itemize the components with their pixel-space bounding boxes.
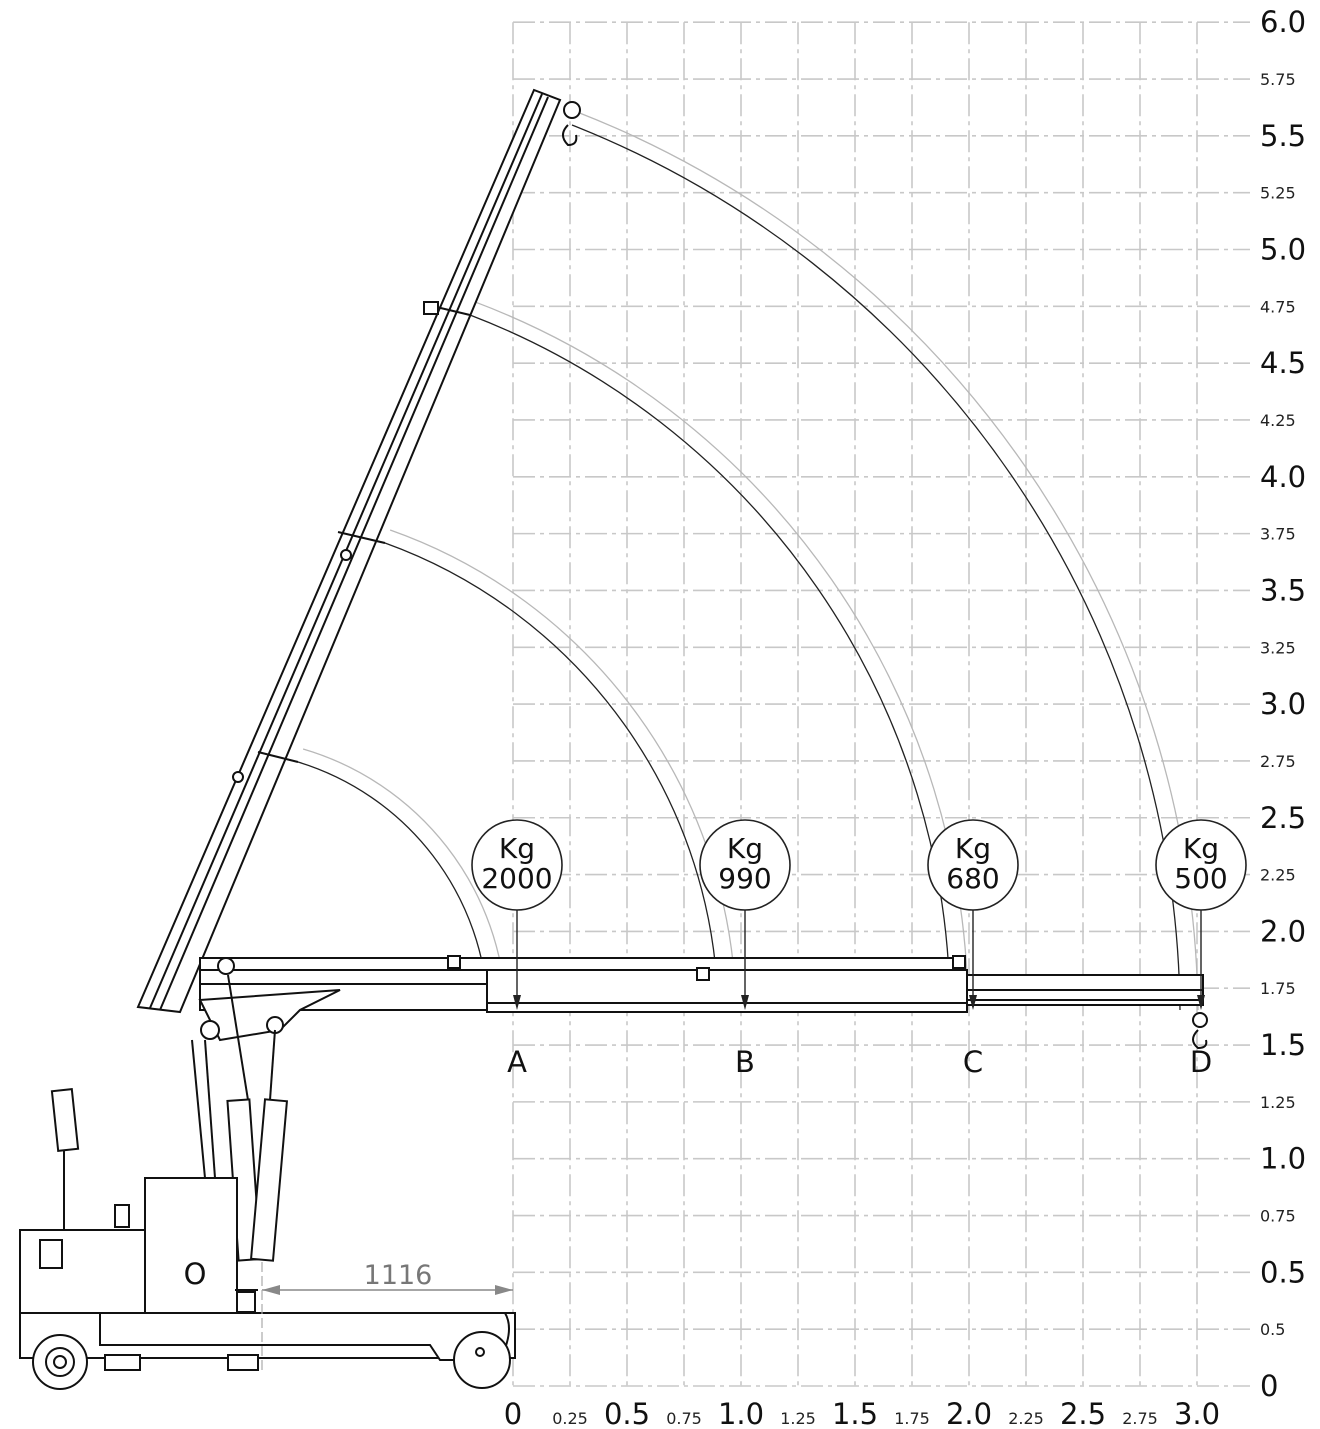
position-label: B — [735, 1045, 755, 1079]
reach-dimension: 1116 — [261, 1260, 513, 1370]
position-label: D — [1190, 1045, 1212, 1079]
horizontal-boom — [199, 955, 1208, 1050]
position-label: A — [507, 1045, 527, 1079]
front-wheel — [453, 1331, 511, 1389]
x-tick-label: 1.25 — [780, 1409, 816, 1428]
boom-tip-sheave — [563, 101, 581, 119]
hook-block — [1192, 1012, 1208, 1028]
y-tick-label: 2.25 — [1260, 866, 1296, 885]
raised-boom — [136, 88, 581, 1014]
y-tick-label: 4.5 — [1260, 346, 1306, 380]
pivot-label: O — [184, 1257, 207, 1291]
capacity-unit: Kg — [1183, 832, 1219, 865]
x-tick-label: 2.25 — [1008, 1409, 1044, 1428]
mast-and-rams — [191, 957, 341, 1262]
load-arrow-head — [741, 995, 749, 1010]
swing-arc — [384, 542, 719, 1011]
y-tick-label: 5.25 — [1260, 184, 1296, 203]
y-tick-label: 0 — [1260, 1369, 1278, 1403]
x-tick-label: 3.0 — [1174, 1397, 1220, 1429]
y-axis-ticks: 0 0.5 0.5 0.75 1.0 1.25 1.5 1.75 2.0 2.25 2.5 2.75 3… — [1260, 5, 1306, 1403]
y-tick-label: 0.5 — [1260, 1320, 1285, 1339]
x-tick-label: 2.75 — [1122, 1409, 1158, 1428]
y-tick-label: 4.0 — [1260, 460, 1306, 494]
y-tick-label: 3.0 — [1260, 687, 1306, 721]
load-arrow-head — [969, 995, 977, 1010]
rear-wheel — [32, 1334, 88, 1390]
y-tick-label: 5.75 — [1260, 70, 1296, 89]
capacity-unit: Kg — [499, 832, 535, 865]
y-tick-label: 1.5 — [1260, 1028, 1306, 1062]
beacon-icon — [114, 1204, 130, 1228]
x-axis-ticks: 0 0.25 0.5 0.75 1.0 1.25 1.5 1.75 2.0 2.25 2.5 2.75… — [504, 1397, 1220, 1429]
y-tick-label: 5.5 — [1260, 119, 1306, 153]
x-tick-label: 0 — [504, 1397, 522, 1429]
capacity-value: 500 — [1174, 862, 1227, 895]
y-tick-label: 2.5 — [1260, 801, 1306, 835]
y-tick-label: 3.25 — [1260, 638, 1296, 657]
capacity-value: 990 — [718, 862, 771, 895]
y-tick-label: 2.0 — [1260, 914, 1306, 948]
y-tick-label: 5.0 — [1260, 233, 1306, 267]
x-tick-label: 1.0 — [718, 1397, 764, 1429]
x-tick-label: 2.0 — [946, 1397, 992, 1429]
swing-arc-outer — [389, 529, 737, 1011]
y-tick-label: 1.0 — [1260, 1142, 1306, 1176]
x-tick-label: 0.25 — [552, 1409, 588, 1428]
y-tick-label: 2.75 — [1260, 752, 1296, 771]
chassis — [19, 1088, 516, 1390]
load-arrow-head — [1197, 995, 1205, 1010]
y-tick-label: 4.25 — [1260, 411, 1296, 430]
position-label: C — [963, 1045, 983, 1079]
y-tick-label: 0.5 — [1260, 1255, 1306, 1289]
x-tick-label: 0.5 — [604, 1397, 650, 1429]
y-tick-label: 0.75 — [1260, 1207, 1296, 1226]
x-tick-label: 1.75 — [894, 1409, 930, 1428]
grid — [512, 21, 1250, 1387]
y-tick-label: 4.75 — [1260, 297, 1296, 316]
x-tick-label: 1.5 — [832, 1397, 878, 1429]
crane-drawing — [19, 88, 1208, 1390]
capacity-value: 680 — [946, 862, 999, 895]
capacity-unit: Kg — [955, 832, 991, 865]
y-tick-label: 3.75 — [1260, 525, 1296, 544]
x-tick-label: 0.75 — [666, 1409, 702, 1428]
load-arrow-head — [513, 995, 521, 1010]
x-tick-label: 2.5 — [1060, 1397, 1106, 1429]
capacity-unit: Kg — [727, 832, 763, 865]
y-tick-label: 6.0 — [1260, 5, 1306, 39]
y-tick-label: 3.5 — [1260, 573, 1306, 607]
swing-arc — [571, 124, 1181, 1011]
dimension-value: 1116 — [364, 1260, 433, 1291]
y-tick-label: 1.75 — [1260, 979, 1296, 998]
capacity-value: 2000 — [481, 862, 552, 895]
y-tick-label: 1.25 — [1260, 1093, 1296, 1112]
